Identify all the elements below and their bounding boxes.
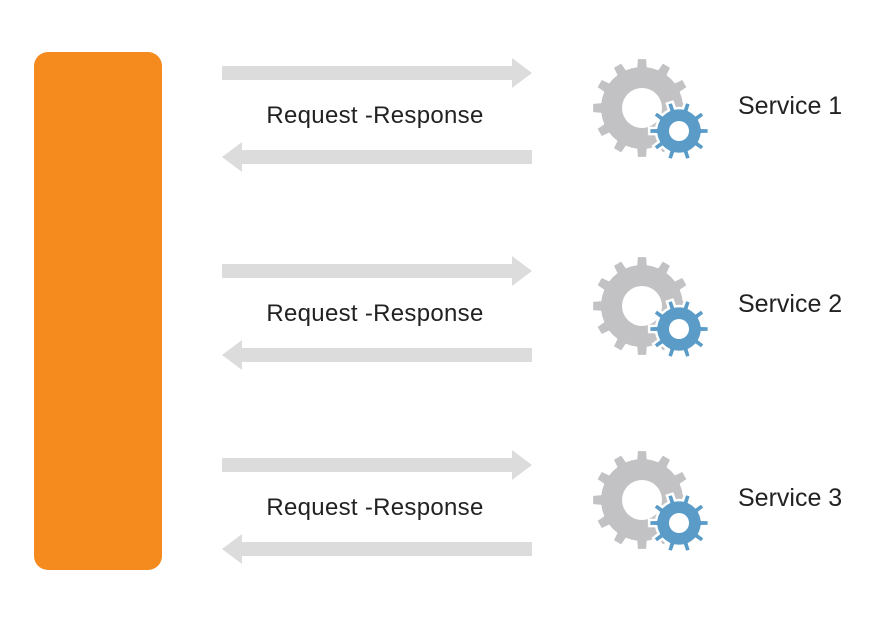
large-gear-hole: [622, 480, 662, 520]
response-arrow-left-icon: [222, 340, 532, 370]
gears-icon: [593, 59, 711, 162]
service-row-1: Request -Response Service 1: [0, 52, 894, 172]
request-arrow-right-icon: [222, 256, 532, 286]
large-gear-hole: [622, 286, 662, 326]
small-gear-hole: [669, 121, 689, 141]
client-block: [34, 52, 162, 570]
service-row-2: Request -Response Service 2: [0, 250, 894, 370]
request-arrow-right-icon: [222, 58, 532, 88]
service-label: Service 3: [738, 484, 843, 512]
request-response-label: Request -Response: [266, 102, 484, 129]
request-response-label: Request -Response: [266, 494, 484, 521]
request-response-label: Request -Response: [266, 300, 484, 327]
small-gear-hole: [669, 513, 689, 533]
service-row-3: Request -Response Service 3: [0, 444, 894, 564]
service-label: Service 1: [738, 92, 843, 120]
response-arrow-left-icon: [222, 142, 532, 172]
small-gear-hole: [669, 319, 689, 339]
large-gear-hole: [622, 88, 662, 128]
response-arrow-left-icon: [222, 534, 532, 564]
gears-icon: [593, 257, 711, 360]
service-label: Service 2: [738, 290, 843, 318]
gears-icon: [593, 451, 711, 554]
request-arrow-right-icon: [222, 450, 532, 480]
